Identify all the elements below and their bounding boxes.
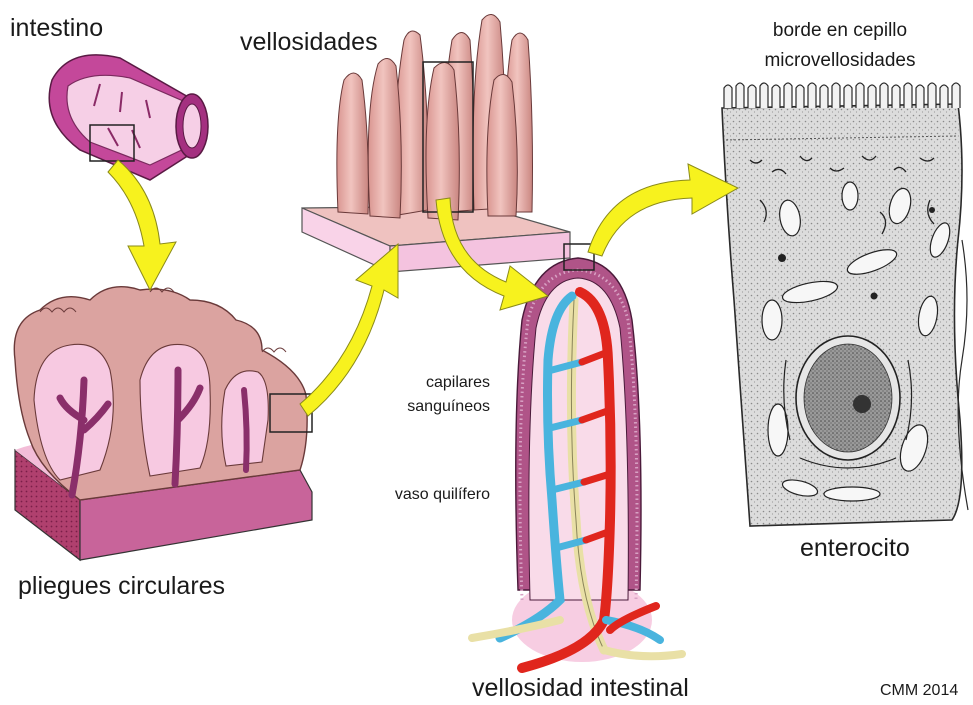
- label-vellosidad-intestinal: vellosidad intestinal: [472, 674, 689, 703]
- label-microvellosidades: microvellosidades: [730, 50, 950, 72]
- label-sanguineos: sanguíneos: [380, 398, 490, 416]
- credit-text: CMM 2014: [880, 682, 958, 700]
- circular-folds-block: [14, 287, 312, 560]
- intestine-tube: [49, 55, 208, 180]
- label-capilares: capilares: [380, 374, 490, 392]
- label-vaso-quilifero: vaso quilífero: [350, 486, 490, 504]
- label-enterocito: enterocito: [800, 534, 910, 563]
- arrow-villus-to-enterocyte: [588, 164, 738, 256]
- label-borde-en-cepillo: borde en cepillo: [740, 20, 940, 42]
- arrow-intestine-to-folds: [108, 160, 176, 290]
- label-intestino: intestino: [10, 14, 103, 43]
- label-vellosidades: vellosidades: [240, 28, 378, 57]
- enterocyte: [722, 83, 968, 526]
- label-pliegues-circulares: pliegues circulares: [18, 572, 225, 601]
- brush-border: [724, 83, 960, 108]
